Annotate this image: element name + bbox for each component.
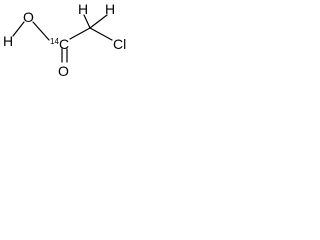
hydroxyl-oxygen-label: O [23, 9, 34, 25]
bond-o-c [32, 21, 50, 41]
bond-ch2-h-left [83, 14, 91, 29]
carbon-14-isotope-label: 14 [50, 37, 59, 46]
bond-ch2-cl [89, 27, 113, 41]
methylene-hydrogen-left-label: H [78, 1, 88, 17]
chlorine-label: Cl [113, 36, 126, 52]
bond-ch2-h-right [89, 14, 108, 29]
carbon-label: C [59, 36, 69, 52]
bond-c-ch2 [69, 27, 91, 40]
hydroxyl-hydrogen-label: H [3, 33, 13, 49]
chloroacetic-acid-structure: H O 14 C H H Cl O [3, 1, 126, 79]
carbonyl-oxygen-label: O [58, 63, 69, 79]
bond-h-o [12, 21, 25, 37]
methylene-hydrogen-right-label: H [105, 1, 115, 17]
